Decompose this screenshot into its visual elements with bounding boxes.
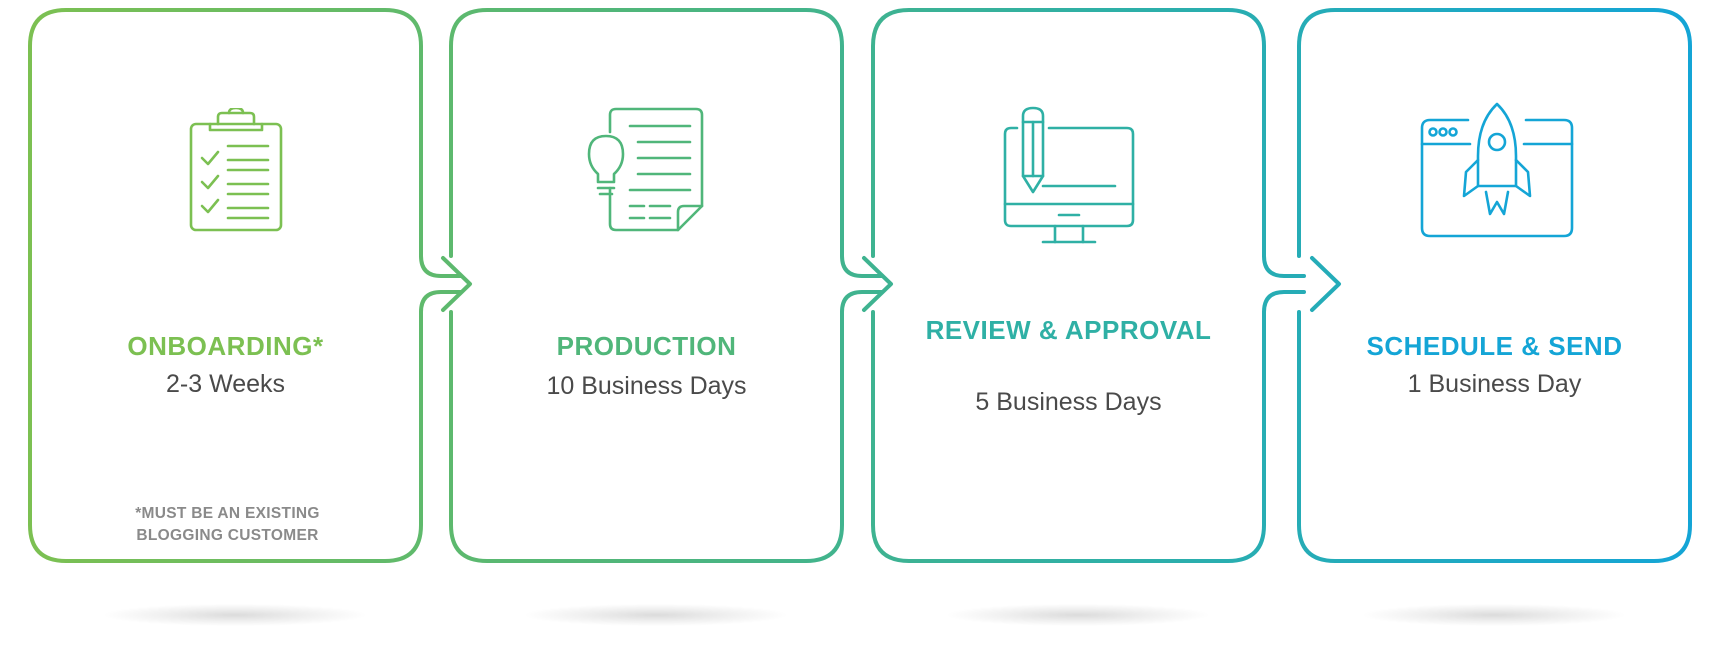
- card-border-onboarding: [28, 8, 423, 563]
- card-border-review: [871, 8, 1266, 563]
- card-shadow: [105, 604, 365, 626]
- connector-arrow-2: [840, 254, 893, 314]
- card-shadow: [1364, 604, 1624, 626]
- card-border-production: [449, 8, 844, 563]
- card-border-schedule: [1297, 8, 1692, 563]
- card-shadow: [526, 604, 786, 626]
- connector-arrow-1: [419, 254, 472, 314]
- card-shadow: [948, 604, 1208, 626]
- connector-arrow-3: [1262, 254, 1341, 314]
